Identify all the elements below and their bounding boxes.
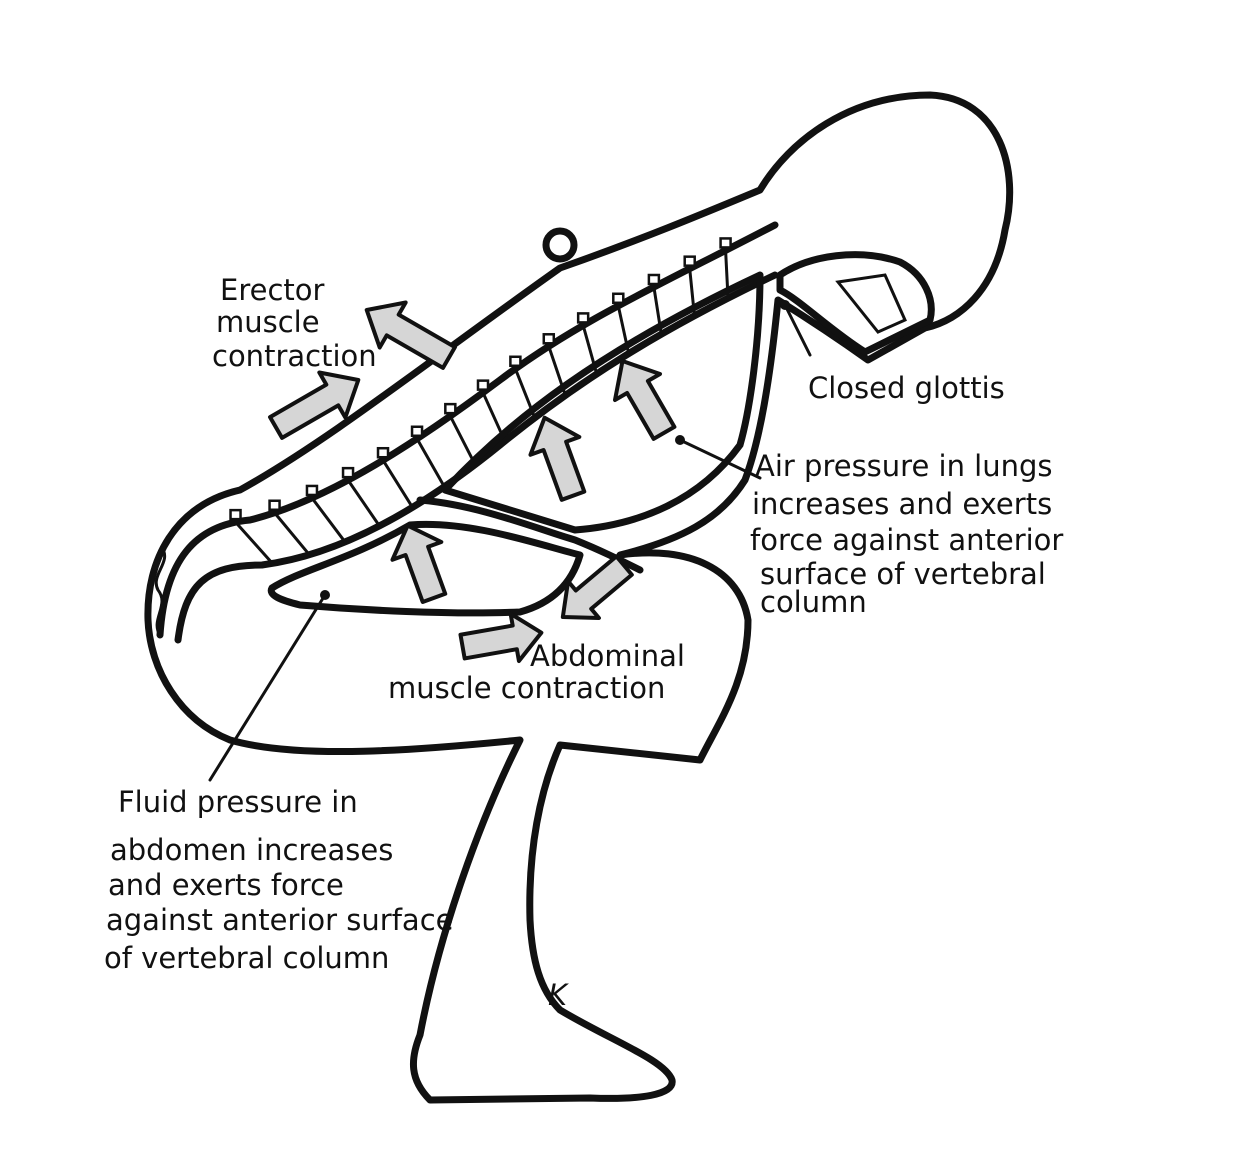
arrow-abdominal-right <box>458 611 544 664</box>
label-lungs: Air pressure in lungs increases and exer… <box>750 449 1073 619</box>
lungs-leader <box>678 438 762 480</box>
spinous-process <box>376 446 390 459</box>
spinous-process <box>509 355 522 368</box>
label-erector: Erector muscle contraction <box>212 273 377 373</box>
arrow-lung-right <box>612 359 677 441</box>
spinous-process <box>444 402 457 415</box>
arrow-abdominal-left <box>560 554 634 621</box>
label-abdominal: Abdominal muscle contraction <box>388 639 694 705</box>
glottis-slot <box>835 273 907 334</box>
fluid-dot <box>320 590 330 600</box>
vertebra-divider <box>381 458 415 509</box>
diaphragm <box>416 496 644 574</box>
vertebra-divider <box>234 520 275 565</box>
label-fluid: Fluid pressure in abdomen increases and … <box>104 785 463 975</box>
back-knob <box>542 227 578 263</box>
spinous-process <box>305 484 319 497</box>
spinous-process <box>683 255 696 267</box>
spinous-process <box>268 499 281 511</box>
vertebra-divider <box>346 478 381 528</box>
arrow-erector-left <box>364 300 457 370</box>
trachea <box>776 251 935 356</box>
vertebra-divider <box>448 414 477 467</box>
arrow-abdomen-up <box>390 523 448 604</box>
lungs-dot <box>675 435 685 445</box>
spinous-process <box>542 333 556 345</box>
spinous-process <box>476 379 490 391</box>
spinous-process <box>576 312 590 324</box>
spinous-process <box>341 466 355 479</box>
arrow-lung-left <box>528 415 587 502</box>
glottis-leader <box>783 303 812 357</box>
vertebra-divider <box>415 437 446 489</box>
arrow-erector-right <box>268 370 361 440</box>
spinous-process <box>647 273 661 286</box>
spine-inner <box>174 271 779 644</box>
label-glottis: Closed glottis <box>808 371 1005 405</box>
spinous-process <box>612 292 625 305</box>
spine-outer <box>156 221 779 639</box>
lung-cavity <box>441 271 764 534</box>
fluid-leader <box>208 593 327 782</box>
vertebra-divider <box>273 511 311 557</box>
spinous-process <box>229 508 242 521</box>
glottis-dot <box>780 300 790 310</box>
spine-tail <box>154 546 166 637</box>
body-outline <box>144 91 1014 1104</box>
spinous-process <box>719 237 732 249</box>
vertebra-divider <box>310 496 347 544</box>
spinous-process <box>410 425 424 438</box>
artist-signature: K <box>548 978 569 1012</box>
